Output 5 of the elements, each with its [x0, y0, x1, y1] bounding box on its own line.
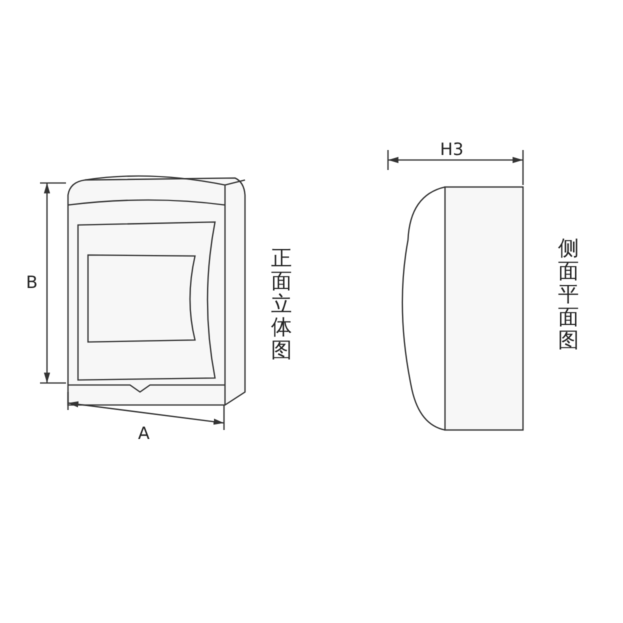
dimension-label: H3 [440, 142, 464, 159]
dimension-label: A [138, 426, 150, 443]
dimension-label: B [26, 275, 38, 292]
view-caption: 正面立体图 [271, 247, 292, 362]
view-caption: 侧面平面图 [558, 237, 579, 352]
